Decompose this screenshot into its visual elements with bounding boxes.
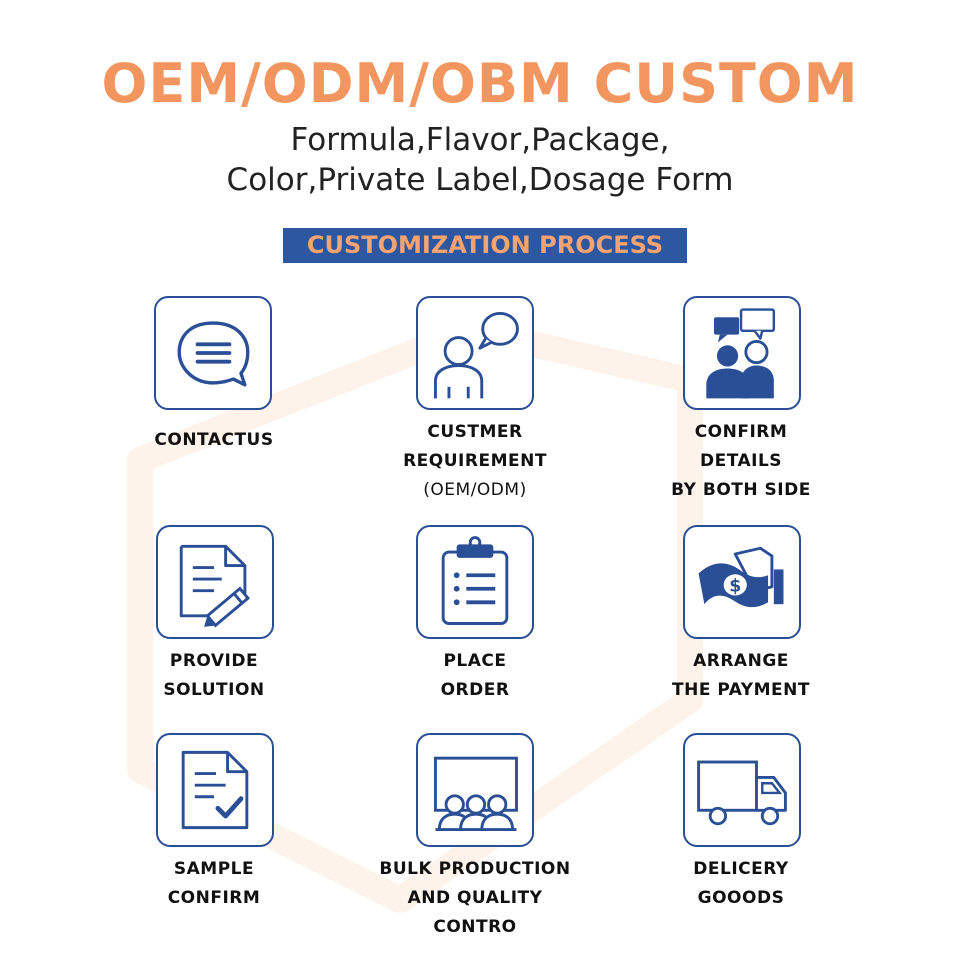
- subtitle-line-2: Color,Private Label,Dosage Form: [226, 162, 734, 198]
- step-label-delivery-goods: DELICERY GOOODS: [693, 859, 789, 908]
- step-label-place-order: PLACE ORDER: [440, 651, 510, 700]
- document-check-icon: [156, 733, 274, 847]
- subtitle-line-1: Formula,Flavor,Package,: [290, 122, 670, 158]
- chat-bubble-icon: [154, 296, 272, 410]
- step-label-arrange-payment: ARRANGE THE PAYMENT: [672, 651, 810, 700]
- step-label-sample-confirm: SAMPLE CONFIRM: [167, 859, 261, 908]
- page-title: OEM/ODM/OBM CUSTOM: [101, 52, 859, 115]
- document-pencil-icon: [156, 525, 274, 639]
- customer-speech-icon: [416, 296, 534, 410]
- step-label-provide-solution: PROVIDE SOLUTION: [163, 651, 265, 700]
- step-label-contact-us: CONTACTUS: [154, 430, 274, 450]
- step-label-customer-requirement: CUSTMER REQUIREMENT (OEM/ODM): [403, 422, 547, 500]
- step-label-confirm-details: CONFIRM DETAILS BY BOTH SIDE: [671, 422, 811, 500]
- money-payment-icon: $: [683, 525, 801, 639]
- step-label-bulk-production: BULK PRODUCTION AND QUALITY CONTRO: [379, 859, 571, 937]
- process-banner: CUSTOMIZATION PROCESS: [283, 228, 687, 263]
- production-team-icon: [416, 733, 534, 847]
- delivery-truck-icon: [683, 733, 801, 847]
- svg-text:$: $: [729, 577, 741, 597]
- people-discussion-icon: [683, 296, 801, 410]
- clipboard-list-icon: [416, 525, 534, 639]
